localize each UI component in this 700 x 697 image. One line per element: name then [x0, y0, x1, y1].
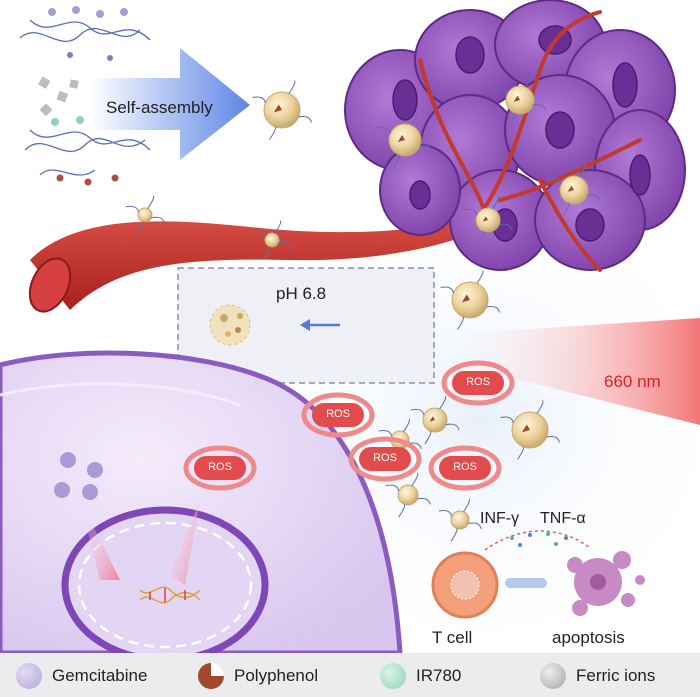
ros-label: ROS	[326, 408, 350, 420]
synapse-bar	[505, 578, 547, 588]
dna-icon	[139, 586, 201, 604]
legend-item-ir780: IR780	[380, 663, 461, 689]
tumor-cells	[344, 0, 686, 271]
nanoparticle	[397, 484, 419, 506]
cytokine-arc	[484, 530, 591, 551]
tnf-alpha-label: TNF-α	[540, 510, 586, 527]
ros-badge	[312, 403, 364, 427]
ros-label: ROS	[453, 461, 477, 473]
drug-arrow-right	[170, 500, 200, 585]
cytokine-dots	[510, 532, 568, 547]
ros-badges	[183, 360, 515, 491]
ros-badge	[359, 447, 411, 471]
vessel-opening	[28, 257, 72, 313]
polyphenol-wedge-icon	[198, 663, 224, 689]
blood-vessel	[30, 200, 505, 310]
ros-badge	[452, 371, 504, 395]
apoptosis-label: apoptosis	[552, 628, 625, 647]
ferric-ion-sphere-icon	[540, 663, 566, 689]
inf-gamma-label: INF-γ	[480, 510, 520, 527]
legend-item-polyphenol: Polyphenol	[198, 663, 318, 689]
t-cell-label: T cell	[432, 628, 473, 647]
ros-label: ROS	[208, 461, 232, 473]
drug-arrow-left	[80, 500, 120, 580]
ph-label: pH 6.8	[276, 284, 327, 303]
laser-beam	[440, 318, 700, 425]
polymer-chains	[19, 19, 151, 176]
gemcitabine-sphere-icon	[16, 663, 42, 689]
legend-item-ferric-ions: Ferric ions	[540, 663, 655, 689]
self-assembly-arrow	[90, 48, 250, 160]
nanoparticle	[264, 232, 280, 248]
ferric-ion-cubes	[38, 76, 79, 117]
nanoparticle	[450, 510, 470, 530]
ir780-sphere-icon	[380, 663, 406, 689]
gemcitabine-molecules	[54, 452, 103, 500]
legend-item-gemcitabine: Gemcitabine	[16, 663, 147, 689]
ros-badge	[439, 456, 491, 480]
tumor-capillaries	[418, 10, 642, 272]
ros-label: ROS	[373, 452, 397, 464]
ros-badge	[194, 456, 246, 480]
ros-label: ROS	[466, 376, 490, 388]
self-assembly-label: Self-assembly	[106, 98, 213, 117]
nanoparticle	[137, 207, 153, 223]
legend: Gemcitabine Polyphenol IR780 Ferric ions	[0, 653, 700, 697]
disassembled-particle	[209, 304, 251, 346]
wavelength-label: 660 nm	[604, 372, 661, 391]
